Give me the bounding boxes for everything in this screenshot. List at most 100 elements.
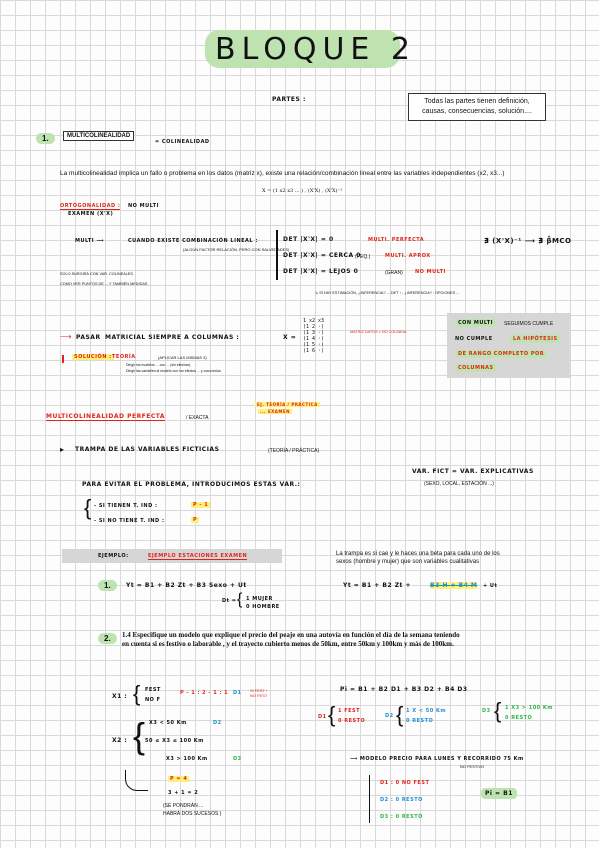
arrow-icon: ⟶ xyxy=(60,332,72,341)
ejemplo-value: EJEMPLO ESTACIONES EXAMEN xyxy=(148,553,248,560)
example-1-right-equation: Yt = B1 + B2 Zt + xyxy=(343,582,412,589)
d3-1: 1 X3 > 100 Km xyxy=(505,705,553,711)
x1-no-fest: NO F xyxy=(145,697,161,703)
modelo-text: ⟶ MODELO PRECIO PARA LUNES Y RECORRIDO 7… xyxy=(350,756,524,762)
example-1-number: 1. xyxy=(98,580,117,591)
x1-brace: { xyxy=(133,681,141,706)
para-text: PARA EVITAR EL PROBLEMA, INTRODUCIMOS ES… xyxy=(82,481,301,488)
matrix-x-label: X = xyxy=(283,334,297,341)
x2-brace: { xyxy=(133,715,146,756)
right-formula: ∄ (X'X)⁻¹ ⟶ ∄ β̂MCO xyxy=(484,237,572,245)
p4-connector xyxy=(125,770,148,791)
det-line-3: DET |X'X| = LEJOS 0 xyxy=(283,268,359,275)
colinealidad-label: = COLINEALIDAD xyxy=(155,139,210,145)
panel-line-4: COLUMNAS xyxy=(455,364,497,372)
matrix-drawing: 1 x2 x3 (1 2 ·) (1 3 ·) (1 4 ·) (1 5 ·) … xyxy=(303,318,325,354)
solucion-note-1: Dirigir los modelos ... con ... (sin eli… xyxy=(126,363,192,367)
p4-note-1: (SE PONDRÁN ... xyxy=(163,803,204,809)
trampa-title: TRAMPA DE LAS VARIABLES FICTICIAS xyxy=(75,446,220,453)
x2-c: X3 > 100 Km xyxy=(166,756,208,762)
var-fict-label: VAR. FICT = VAR. EXPLICATIVAS xyxy=(412,468,534,475)
solucion-bullet xyxy=(62,355,64,363)
solucion-note-2: Dirigir las variables al modelo con los … xyxy=(126,369,222,373)
perfecta-suffix: / EXACTA xyxy=(186,415,209,421)
x2-a-d2: D2 xyxy=(213,720,222,726)
left-note-2: COMO VER PUNTOS DE ... Y TAMBIÉN MEDIDAS xyxy=(60,282,148,286)
panel-line-1b: SEGUIMOS CUMPLE xyxy=(504,321,554,327)
x1-fest: FEST xyxy=(145,687,161,693)
d2-0: 0 RESTO xyxy=(406,718,434,724)
si-1-value: P - 1 xyxy=(191,502,211,508)
d2-label: D2 xyxy=(385,713,394,719)
d2-1: 1 X < 50 Km xyxy=(406,708,447,714)
ortogonalidad-label: ORTOGONALIDAD : xyxy=(60,203,121,210)
d3-label: D3 xyxy=(482,708,491,714)
d1-brace: { xyxy=(328,702,336,727)
problem-statement: 1.4 Especifique un modelo que explique e… xyxy=(122,631,460,648)
x1-note: P - 1 : 2 - 1 : 1 xyxy=(180,690,229,696)
example-1-tail: + Ut xyxy=(483,583,498,589)
d1-label: D1 xyxy=(318,714,327,720)
dt-1: 1 MUJER xyxy=(246,596,273,602)
x1-d1: D1 xyxy=(233,690,242,696)
x2-c-d3: D3 xyxy=(233,756,242,762)
title-highlight xyxy=(205,30,400,68)
partes-label: PARTES : xyxy=(272,96,306,103)
section-1-number: 1. xyxy=(36,133,55,144)
matrix-hint: X = (1 x2 x3 ... ) , (X'X) , (X'X)⁻¹ xyxy=(262,188,343,194)
si-1: - SI TIENEN T. IND : xyxy=(94,503,158,509)
model-equation: Pi = B1 + B2 D1 + B3 D2 + B4 D3 xyxy=(340,686,468,693)
x1-side: Si FEST / NO FEST xyxy=(250,688,268,698)
si-2-value: P xyxy=(191,517,200,523)
det-line-3-mid: (GRAN) xyxy=(385,270,403,276)
det-line-1-note: MULTI. PERFECTA xyxy=(368,237,425,243)
trampa-sub: (TEORÍA / PRÁCTICA) xyxy=(268,448,320,454)
d1-1: 1 FEST xyxy=(338,708,361,714)
result-bracket xyxy=(369,775,370,823)
left-note-1: SOLO SURGIRÁ CON VAR. COLINEALES xyxy=(60,272,133,276)
panel-line-2b: LA HIPÓTESIS xyxy=(510,335,561,343)
pasar-text: MATRICIAL SIEMPRE A COLUMNAS : xyxy=(105,334,240,341)
det-line-2: DET |X'X| = CERCA 0 xyxy=(283,252,361,259)
d2-brace: { xyxy=(396,702,404,727)
result-equation: Pi = B1 xyxy=(481,788,517,799)
ejemplo-label: EJEMPLO: xyxy=(98,553,129,559)
panel-line-3: DE RANGO COMPLETO POR xyxy=(455,350,548,358)
pasar-label: PASAR xyxy=(76,334,101,341)
definition-text: La multicolinealidad implica un fallo o … xyxy=(60,170,505,177)
multi-sub-note: (ALGÚN FACTOR RELACIÓN, PERO CON SALVEDA… xyxy=(183,247,290,252)
p4-label: P = 4 xyxy=(168,776,190,782)
x2-label: X2 : xyxy=(112,737,128,744)
det-line-1: DET |X'X| = 0 xyxy=(283,236,334,243)
det-line-3-note: NO MULTI xyxy=(415,269,446,275)
dt-label: Dt = xyxy=(222,598,237,604)
bullet-arrow-icon: ▸ xyxy=(60,445,65,454)
si-brace: { xyxy=(84,495,92,520)
det-brace xyxy=(276,230,278,280)
matrix-note: MATRIZ DATOS ≈ NO COLINEAL xyxy=(350,330,408,334)
example-1-equation: Yt = B1 + B2 Zt + B3 Sexo + Ut xyxy=(126,582,247,589)
section-2-number: 2. xyxy=(98,633,117,644)
d1-0: 0 RESTO xyxy=(338,718,366,724)
result-1: D1 : 0 NO FEST xyxy=(380,780,430,786)
result-3: D3 : 0 RESTO xyxy=(380,814,423,820)
panel-line-1a: CON MULTI xyxy=(455,319,497,327)
right-sub-note: ↳ SÍ HAY ESTIMACIÓN, ¿INFERENCIA? ... DE… xyxy=(315,291,460,295)
note-box: Todas las partes tienen definición, caus… xyxy=(408,93,546,121)
x1-label: X1 : xyxy=(112,693,128,700)
x2-b: 50 ≤ X3 ≤ 100 Km xyxy=(145,738,204,744)
solucion-sub: (APLICAR LAS MISMAS 3) xyxy=(158,355,207,360)
d3-0: 0 RESTO xyxy=(505,715,533,721)
result-2: D2 : 0 RESTO xyxy=(380,797,423,803)
solucion-text: TEORÍA xyxy=(112,354,136,360)
ejemplo-note: La trampa es si cae y le haces una beta … xyxy=(336,551,500,565)
modelo-sub: NO FESTIVO xyxy=(460,764,485,769)
x2-a: X3 < 50 Km xyxy=(149,720,187,726)
perfecta-note: EJ. TEORÍA / PRÁCTICA xyxy=(255,402,320,407)
solucion-label: SOLUCIÓN : xyxy=(72,354,114,360)
dt-0: 0 HOMBRE xyxy=(246,604,280,610)
multi-description: CUANDO EXISTE COMBINACIÓN LINEAL : xyxy=(128,238,258,244)
page-title: BLOQUE 2 xyxy=(215,32,416,67)
section-1-title: MULTICOLINEALIDAD xyxy=(63,131,135,141)
det-line-2-note: MULTI. APROX xyxy=(385,253,431,259)
